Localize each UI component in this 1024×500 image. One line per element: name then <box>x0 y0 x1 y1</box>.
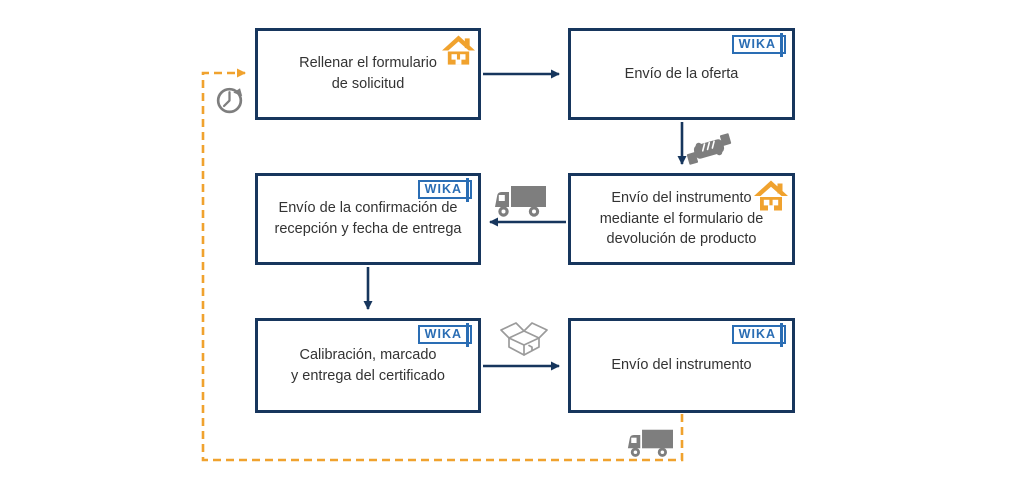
wika-logo: WIKA <box>731 33 786 57</box>
step-label: Envío del instrumento mediante el formul… <box>571 188 792 250</box>
wika-logo: WIKA <box>417 178 472 202</box>
wika-logo: WIKA <box>417 323 472 347</box>
step-label-line: de solicitud <box>331 76 405 92</box>
step-box-send-instrument-return-form: Envío del instrumento mediante el formul… <box>568 173 795 265</box>
truck-icon <box>495 186 546 217</box>
wika-logo-text: WIKA <box>424 182 462 196</box>
wika-logo-text: WIKA <box>738 327 776 341</box>
package-icon <box>500 322 548 356</box>
step-label: Rellenar el formulario de solicitud <box>258 53 478 95</box>
wika-logo-bar <box>780 33 783 57</box>
step-label: Envío del instrumento <box>571 355 792 376</box>
step-label-line: Rellenar el formulario <box>299 55 437 71</box>
wika-logo: WIKA <box>731 323 786 347</box>
step-label: Envío de la oferta <box>571 64 792 85</box>
wika-logo-bar <box>780 323 783 347</box>
step-box-send-confirmation: Envío de la confirmación de recepción y … <box>255 173 481 265</box>
wika-logo-text: WIKA <box>424 327 462 341</box>
truck-icon <box>627 429 673 457</box>
step-label-line: mediante el formulario de <box>599 210 764 227</box>
house-icon <box>754 180 788 211</box>
house-icon <box>442 35 475 65</box>
step-label-line: Envío del instrumento <box>611 190 752 207</box>
step-box-calibration: Calibración, marcado y entrega del certi… <box>255 318 481 413</box>
step-label-line: y entrega del certificado <box>291 367 445 384</box>
step-label-line: Calibración, marcado <box>299 346 437 363</box>
step-label-line: recepción y fecha de entrega <box>274 221 462 237</box>
step-label: Envío de la confirmación de recepción y … <box>258 198 478 240</box>
step-box-send-instrument: Envío del instrumento WIKA <box>568 318 795 413</box>
step-label-line: Envío del instrumento <box>611 357 752 373</box>
handshake-icon <box>686 133 732 165</box>
step-box-send-offer: Envío de la oferta WIKA <box>568 28 795 120</box>
step-label-line: devolución de producto <box>606 231 757 248</box>
step-box-fill-request-form: Rellenar el formulario de solicitud <box>255 28 481 120</box>
step-label-line: Envío de la confirmación de <box>278 200 458 216</box>
wika-logo-bar <box>466 323 469 347</box>
step-label-line: Envío de la oferta <box>624 65 739 82</box>
history-clock-icon <box>216 87 243 114</box>
step-label: Calibración, marcado y entrega del certi… <box>258 345 478 387</box>
wika-logo-text: WIKA <box>738 37 776 51</box>
wika-logo-bar <box>466 178 469 202</box>
